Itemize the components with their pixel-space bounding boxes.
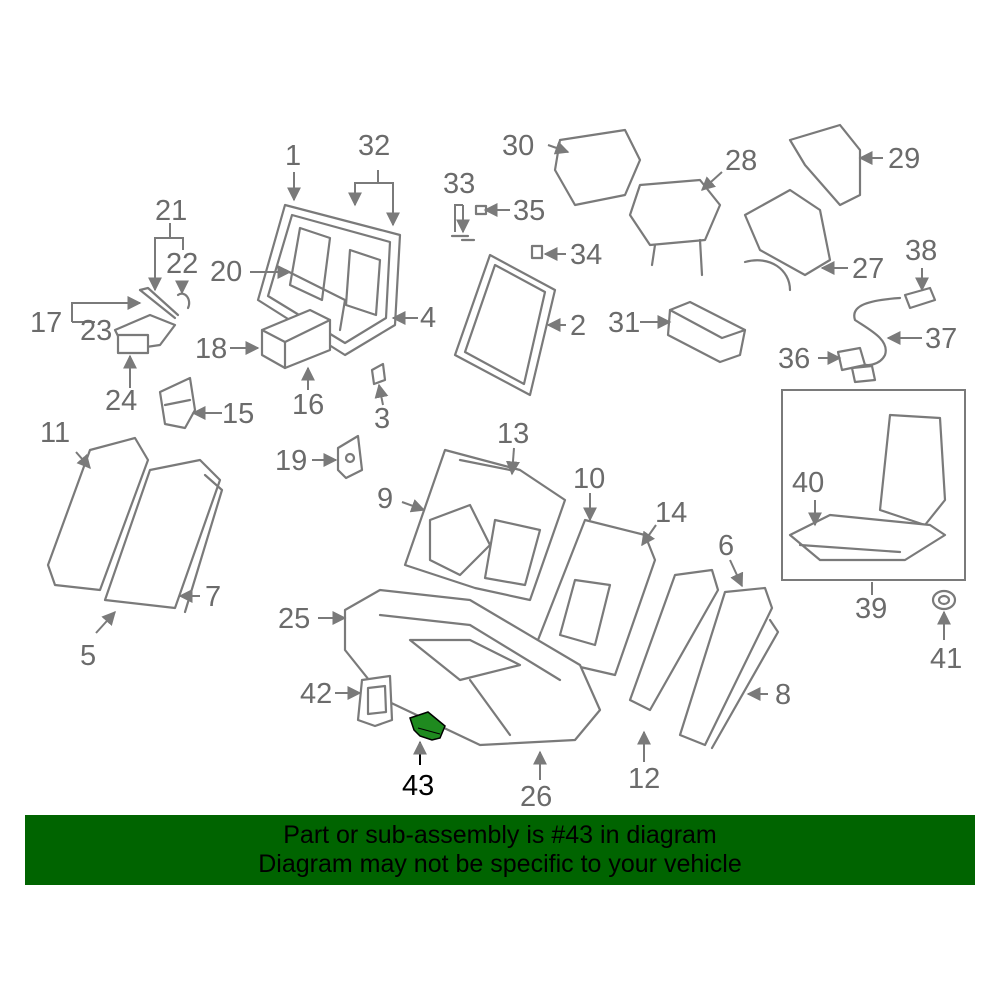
- inset-box-39: [781, 389, 966, 581]
- callout-27[interactable]: 27: [852, 253, 884, 285]
- callout-20[interactable]: 20: [210, 256, 242, 288]
- callout-35[interactable]: 35: [513, 195, 545, 227]
- callout-26[interactable]: 26: [520, 781, 552, 813]
- headrest-30: [553, 128, 642, 207]
- callout-5[interactable]: 5: [80, 640, 96, 672]
- seatback-frame: [256, 203, 402, 357]
- callout-13[interactable]: 13: [497, 418, 529, 450]
- callout-12[interactable]: 12: [628, 763, 660, 795]
- callout-1[interactable]: 1: [285, 140, 301, 172]
- clip-3: [370, 362, 387, 386]
- callout-39[interactable]: 39: [855, 593, 887, 625]
- part-43-highlight[interactable]: [409, 711, 446, 741]
- callout-42[interactable]: 42: [300, 678, 332, 710]
- leader-lines: [71, 141, 951, 780]
- callout-21[interactable]: 21: [155, 195, 187, 227]
- callout-24[interactable]: 24: [105, 385, 137, 417]
- callout-2[interactable]: 2: [570, 310, 586, 342]
- wiring-harness: [836, 286, 937, 384]
- callout-40[interactable]: 40: [792, 467, 824, 499]
- callout-19[interactable]: 19: [275, 445, 307, 477]
- callout-36[interactable]: 36: [778, 343, 810, 375]
- bracket-19: [336, 434, 364, 480]
- callout-15[interactable]: 15: [222, 398, 254, 430]
- bracket-15: [158, 376, 197, 430]
- headrest-shell-29: [788, 123, 862, 207]
- banner-line-2: Diagram may not be specific to your vehi…: [258, 850, 742, 878]
- seatback-cushion-9: [403, 448, 567, 602]
- callout-41[interactable]: 41: [930, 643, 962, 675]
- callout-10[interactable]: 10: [573, 463, 605, 495]
- callout-31[interactable]: 31: [608, 307, 640, 339]
- bolster-6-8: [678, 586, 780, 750]
- callout-18[interactable]: 18: [195, 333, 227, 365]
- cupholder-assembly: [113, 286, 180, 355]
- callout-16[interactable]: 16: [292, 389, 324, 421]
- clip-22: [176, 292, 191, 310]
- armrest-housing: [260, 308, 332, 370]
- callout-37[interactable]: 37: [925, 323, 957, 355]
- callout-4[interactable]: 4: [420, 302, 436, 334]
- headrest-28: [628, 178, 722, 277]
- callout-23[interactable]: 23: [80, 315, 112, 347]
- callout-8[interactable]: 8: [775, 679, 791, 711]
- bolster-12: [628, 568, 720, 712]
- headrest-27: [743, 188, 832, 292]
- callout-22[interactable]: 22: [166, 248, 198, 280]
- callout-7[interactable]: 7: [205, 581, 221, 613]
- module-31: [666, 300, 747, 364]
- callout-6[interactable]: 6: [718, 530, 734, 562]
- callout-43[interactable]: 43: [402, 770, 434, 802]
- callout-17[interactable]: 17: [30, 307, 62, 339]
- callout-29[interactable]: 29: [888, 143, 920, 175]
- banner-line-1: Part or sub-assembly is #43 in diagram: [283, 821, 717, 849]
- seatback-panel: [453, 253, 557, 397]
- bolster-11: [46, 436, 150, 592]
- callout-30[interactable]: 30: [502, 130, 534, 162]
- bracket-42: [356, 674, 394, 728]
- callout-9[interactable]: 9: [377, 483, 393, 515]
- callout-33[interactable]: 33: [443, 168, 475, 200]
- callout-labels: 1 32 20 4 18 16 3 19 21 22 17 23 24 15 3…: [30, 130, 962, 813]
- callout-34[interactable]: 34: [570, 239, 602, 271]
- callout-38[interactable]: 38: [905, 235, 937, 267]
- seat-cushion-25: [343, 588, 602, 747]
- info-banner: Part or sub-assembly is #43 in diagram D…: [25, 815, 975, 885]
- grommet-41: [931, 589, 957, 611]
- callout-32[interactable]: 32: [358, 130, 390, 162]
- callout-25[interactable]: 25: [278, 603, 310, 635]
- bolster-5-7: [103, 458, 224, 614]
- callout-3[interactable]: 3: [374, 403, 390, 435]
- callout-11[interactable]: 11: [40, 417, 70, 449]
- callout-14[interactable]: 14: [655, 497, 687, 529]
- callout-28[interactable]: 28: [725, 145, 757, 177]
